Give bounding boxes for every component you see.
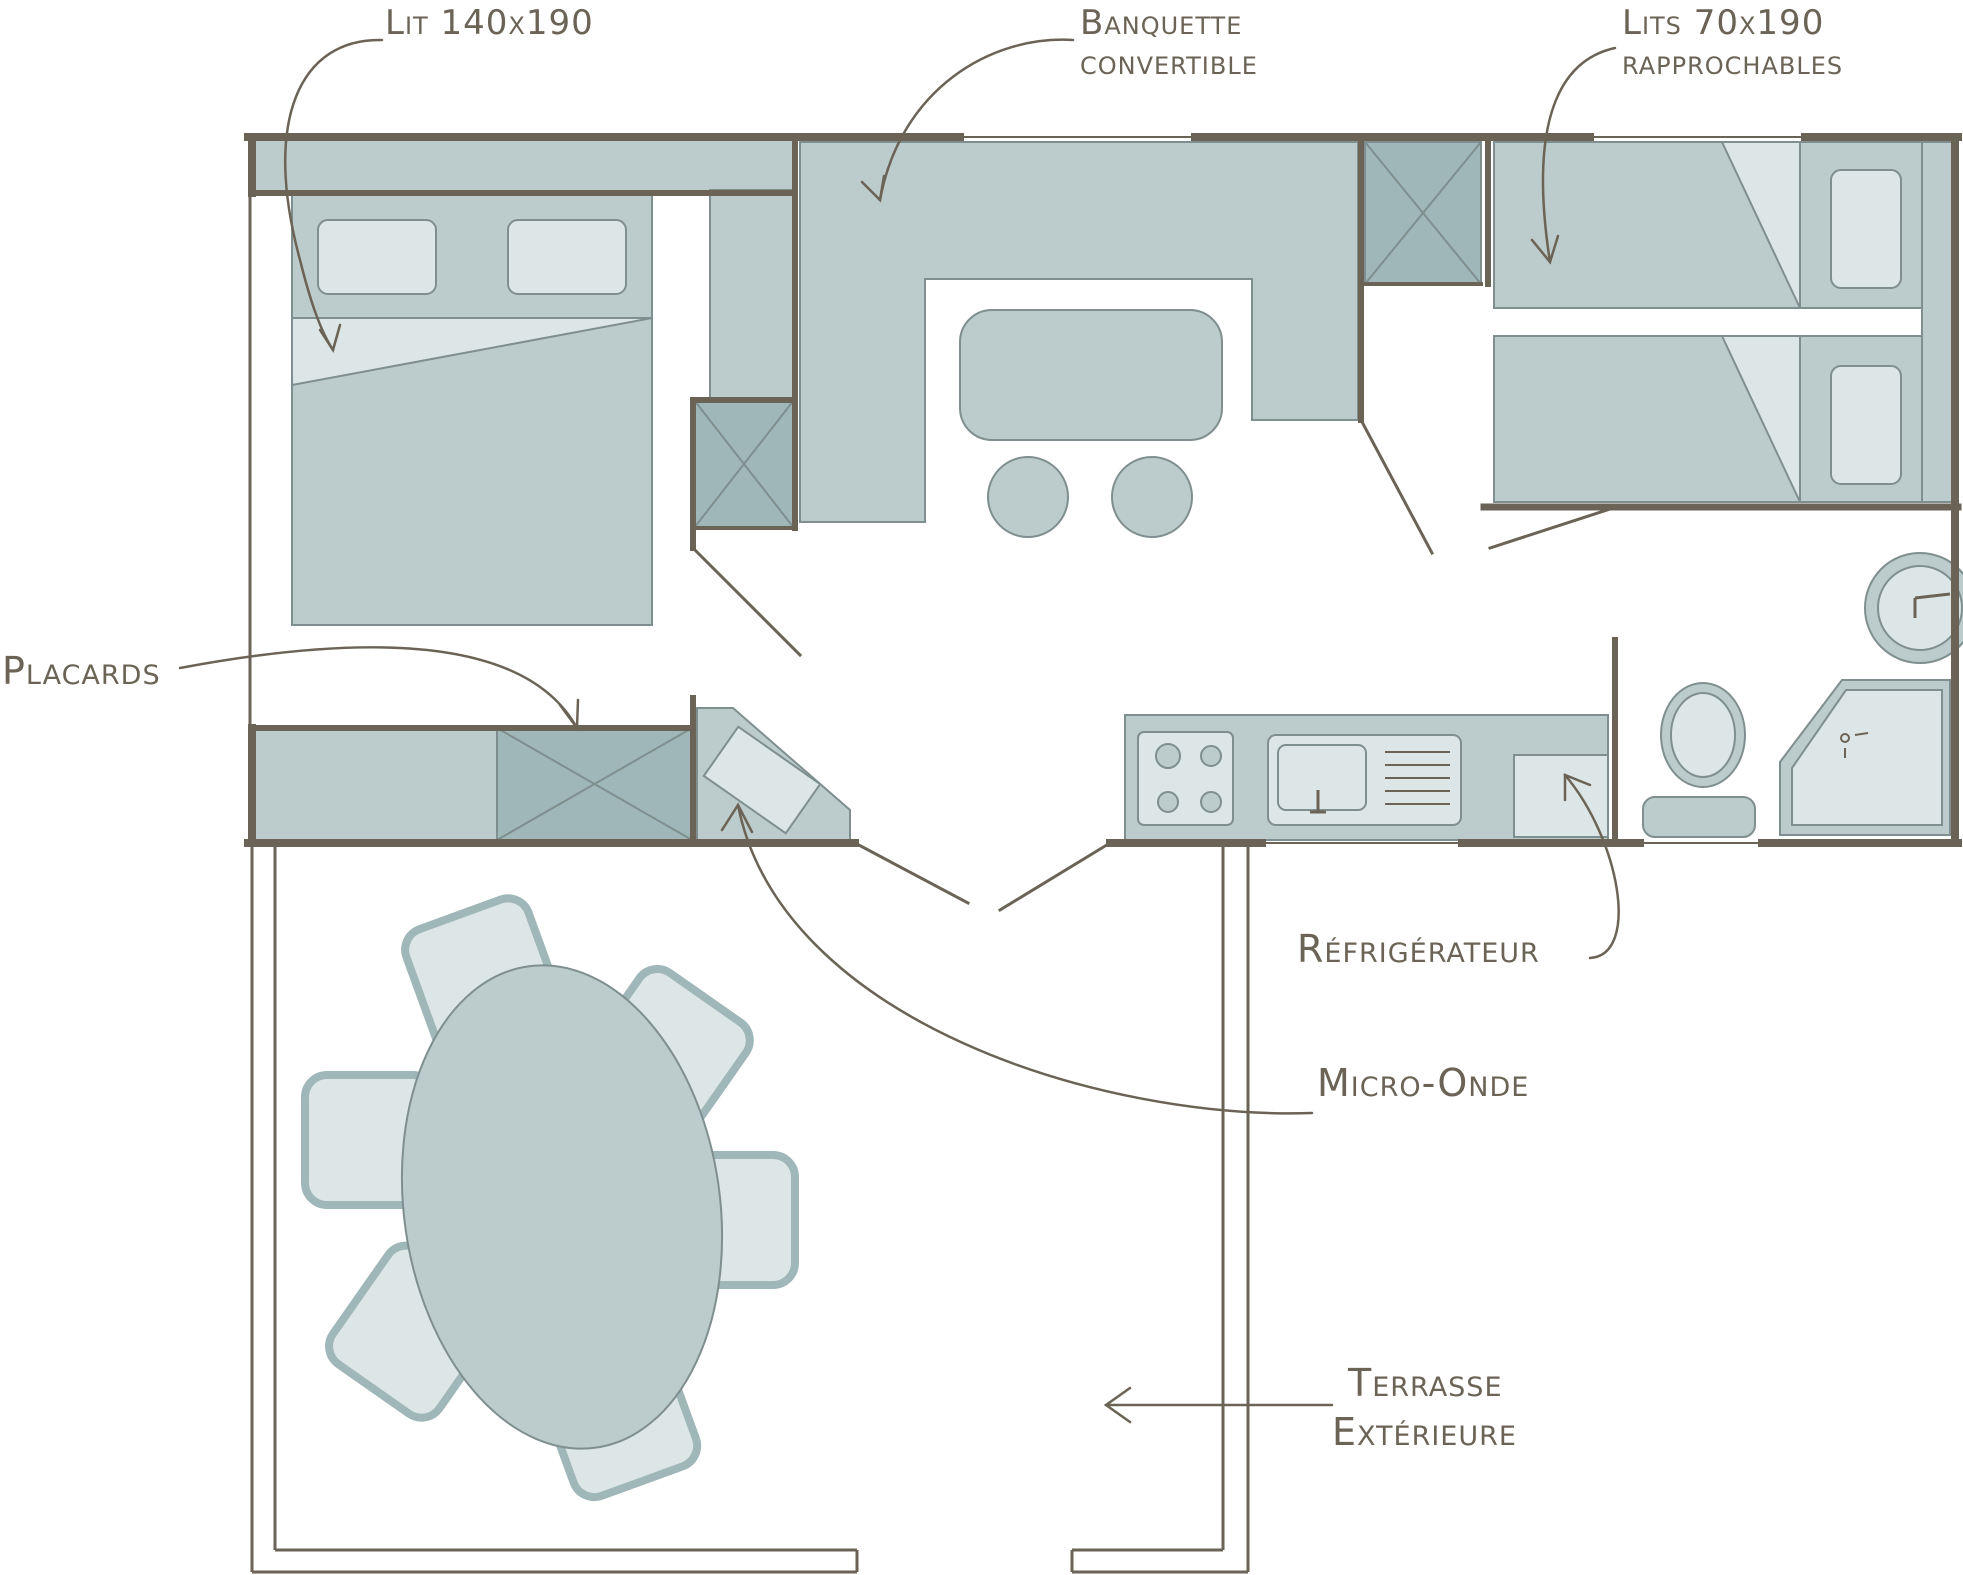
top-wardrobe-shelf <box>251 138 795 194</box>
terrace-outline <box>250 843 1250 1574</box>
labels: Lit 140x190 Banquette convertible Lits 7… <box>2 3 1843 1454</box>
bottom-wardrobe <box>251 727 498 841</box>
label-lits-line2: rapprochables <box>1622 43 1843 83</box>
label-banquette-line2: convertible <box>1080 43 1258 83</box>
twin-bed-bottom-pillow <box>1830 365 1902 485</box>
stool-right <box>1111 456 1193 538</box>
arrow-refrigerateur <box>1563 773 1620 960</box>
label-refrigerateur: Réfrigérateur <box>1297 927 1540 971</box>
microwave-icon <box>702 725 822 835</box>
furniture <box>251 138 1963 1502</box>
terrace-oval-table <box>400 964 724 1450</box>
refrigerator <box>1513 754 1609 838</box>
label-banquette-line1: Banquette <box>1080 3 1242 43</box>
stool-left <box>987 456 1069 538</box>
label-terrasse-line1: Terrasse <box>1347 1361 1503 1405</box>
arrow-banquette <box>878 38 1075 202</box>
label-lit: Lit 140x190 <box>385 3 594 43</box>
label-micro-onde: Micro-Onde <box>1317 1061 1529 1105</box>
double-bed-sheet-fold <box>291 317 653 387</box>
living-table <box>959 309 1223 441</box>
twin-bed-top-pillow <box>1830 169 1902 289</box>
bedroom-closet-column <box>709 189 795 401</box>
arrow-micro-onde <box>736 803 1314 1115</box>
callout-arrows <box>178 38 1620 1424</box>
label-terrasse-line2: Extérieure <box>1332 1410 1517 1454</box>
bed-pillow-right <box>507 219 627 295</box>
arrow-placards <box>178 646 579 730</box>
bed-pillow-left <box>317 219 437 295</box>
twin-bedroom-right-strip <box>1921 141 1953 503</box>
walls <box>244 133 1962 913</box>
arrow-lits <box>1541 46 1617 264</box>
label-placards: Placards <box>2 649 161 693</box>
label-lits-line1: Lits 70x190 <box>1622 3 1824 43</box>
arrow-lit <box>283 38 384 352</box>
toilet-tank <box>1642 796 1756 838</box>
hob <box>1137 731 1234 826</box>
